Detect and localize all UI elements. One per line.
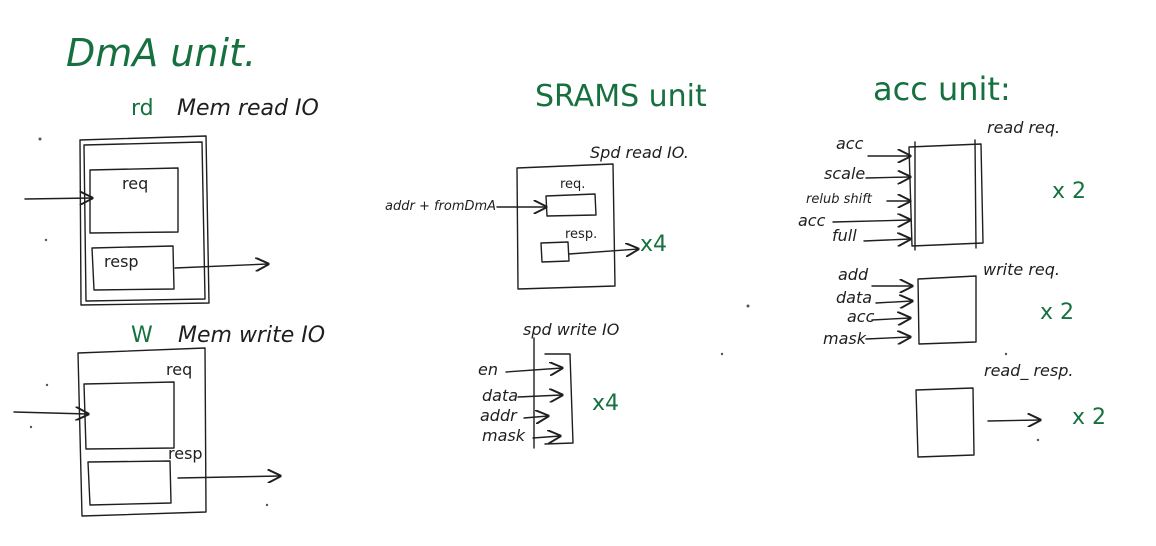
spd-write-en-arrow [505,368,562,372]
acc-read-multiplier: x 2 [1052,179,1087,204]
acc-write-input-add: add [838,265,869,284]
pen-dot [45,383,49,387]
acc-write-req-box [917,275,977,345]
pen-dot [1004,352,1008,356]
spd-read-resp-box [540,241,570,263]
acc-read-input-acc2: acc [798,211,826,230]
dma-read-resp-arrow [174,264,268,268]
dma-write-req-box [83,381,175,450]
acc-write-mask-arrow [865,337,910,339]
acc-write-req-label: write req. [983,260,1060,279]
dma-read-tag: rd [131,96,154,121]
pen-dot [44,238,48,242]
acc-read-resp-arrow [987,420,1040,421]
acc-read-input-acc: acc [836,134,864,153]
dma-read-outer-box [79,135,210,306]
acc-read-acc2-arrow [832,220,910,222]
dma-unit-title: DmA unit. [66,31,257,75]
dma-read-resp-box [91,245,175,291]
acc-write-multiplier: x 2 [1040,300,1075,325]
acc-read-resp-box [915,387,975,458]
dma-write-resp-label: resp [168,444,203,463]
dma-write-resp-arrow [177,476,280,478]
dma-write-tag: W [131,323,153,348]
spd-write-input-addr: addr [480,406,517,425]
spd-read-resp-label: resp. [565,227,598,242]
spd-write-data-arrow [517,395,562,397]
pen-dot [720,352,724,356]
acc-resp-multiplier: x 2 [1072,405,1107,430]
acc-read-req-edge-right [974,139,977,249]
acc-read-input-scale: scale [824,164,866,183]
acc-write-data-arrow [875,301,912,303]
dma-read-inner-box [83,141,206,302]
acc-read-req-label: read req. [987,118,1061,137]
acc-read-input-full: full [832,226,857,245]
dma-read-resp-label: resp [104,252,139,271]
spd-write-input-en: en [478,360,498,379]
srams-unit-title: SRAMS unit [535,79,707,114]
acc-write-input-data: data [836,288,873,307]
spd-write-input-mask: mask [482,426,525,445]
acc-read-full-arrow [863,239,910,241]
spd-write-bracket [544,353,574,445]
acc-read-scale-arrow [865,177,910,178]
dma-read-req-box [89,167,179,234]
spd-read-input-label: addr + fromDmA [385,199,497,214]
spd-write-addr-arrow [523,416,548,418]
spd-write-label: spd write IO [523,320,620,339]
acc-read-input-relu-shift: relub shift [806,192,872,207]
dma-read-req-label: req [122,174,149,193]
pen-dot [29,425,33,429]
dma-write-label: Mem write IO [178,323,326,348]
dma-read-req-arrow [24,198,92,199]
acc-read-resp-label: read_ resp. [984,361,1074,380]
pen-dot [38,137,42,141]
spd-read-resp-arrow [568,249,638,254]
acc-write-input-mask: mask [823,329,866,348]
dma-write-req-arrow [13,412,88,414]
spd-read-req-label: req. [560,177,586,192]
spd-read-req-box [545,193,597,217]
pen-dot [265,503,269,507]
spd-write-input-data: data [482,386,519,405]
dma-write-outer-box [77,347,207,517]
acc-write-input-acc: acc [847,307,875,326]
spd-read-multiplier: x4 [640,232,668,257]
acc-read-req-box [908,143,984,247]
spd-write-mask-arrow [532,436,560,438]
pen-dot [746,304,750,308]
dma-read-label: Mem read IO [177,96,319,121]
acc-write-acc-arrow [871,318,910,320]
spd-read-label: Spd read IO. [590,143,689,162]
pen-dot [1036,438,1040,442]
acc-unit-title: acc unit: [873,70,1011,108]
dma-write-resp-box [87,460,172,506]
spd-write-multiplier: x4 [592,391,620,416]
spd-read-box [516,163,616,290]
dma-write-req-label: req [166,360,193,379]
